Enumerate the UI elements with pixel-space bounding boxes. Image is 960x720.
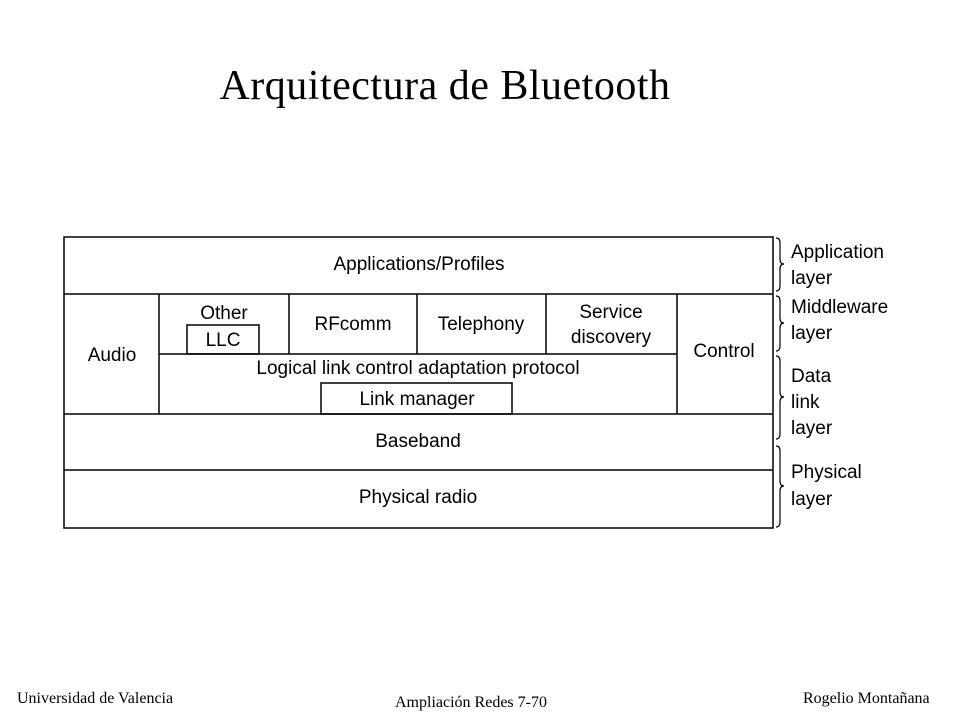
brace-physical <box>775 445 785 528</box>
footer-author: Rogelio Montañana <box>803 690 930 707</box>
layer-middleware-line2: layer <box>791 323 833 344</box>
box-physical-radio: Physical radio <box>359 487 477 508</box>
box-telephony: Telephony <box>438 314 525 335</box>
layer-physical-line2: layer <box>791 489 833 510</box>
stack-outline <box>63 236 774 529</box>
box-baseband: Baseband <box>375 431 461 452</box>
link-manager-box <box>320 382 513 415</box>
box-l2cap: Logical link control adaptation protocol <box>256 358 579 379</box>
box-control: Control <box>693 341 754 362</box>
box-rfcomm: RFcomm <box>314 314 391 335</box>
box-service-discovery-line2: discovery <box>571 327 652 348</box>
layer-application-line1: Application <box>791 242 884 263</box>
brace-data-link <box>775 355 785 440</box>
footer-university: Universidad de Valencia <box>17 690 174 707</box>
box-applications-profiles: Applications/Profiles <box>333 254 504 275</box>
llc-box <box>186 324 260 355</box>
box-link-manager: Link manager <box>359 389 475 410</box>
layer-data-link-line1: Data <box>791 366 832 387</box>
layer-middleware-line1: Middleware <box>791 297 888 318</box>
box-service-discovery-line1: Service <box>579 302 642 323</box>
brace-middleware <box>775 295 785 352</box>
box-other: Other <box>200 303 248 324</box>
layer-data-link-line3: layer <box>791 418 833 439</box>
brace-application <box>775 237 785 292</box>
box-audio: Audio <box>88 345 137 366</box>
layer-data-link-line2: link <box>791 392 820 413</box>
footer-course-slide: Ampliación Redes 7-70 <box>395 694 547 711</box>
slide-title: Arquitectura de Bluetooth <box>219 63 671 109</box>
box-llc: LLC <box>206 330 241 351</box>
layer-physical-line1: Physical <box>791 462 862 483</box>
layer-application-line2: layer <box>791 268 833 289</box>
